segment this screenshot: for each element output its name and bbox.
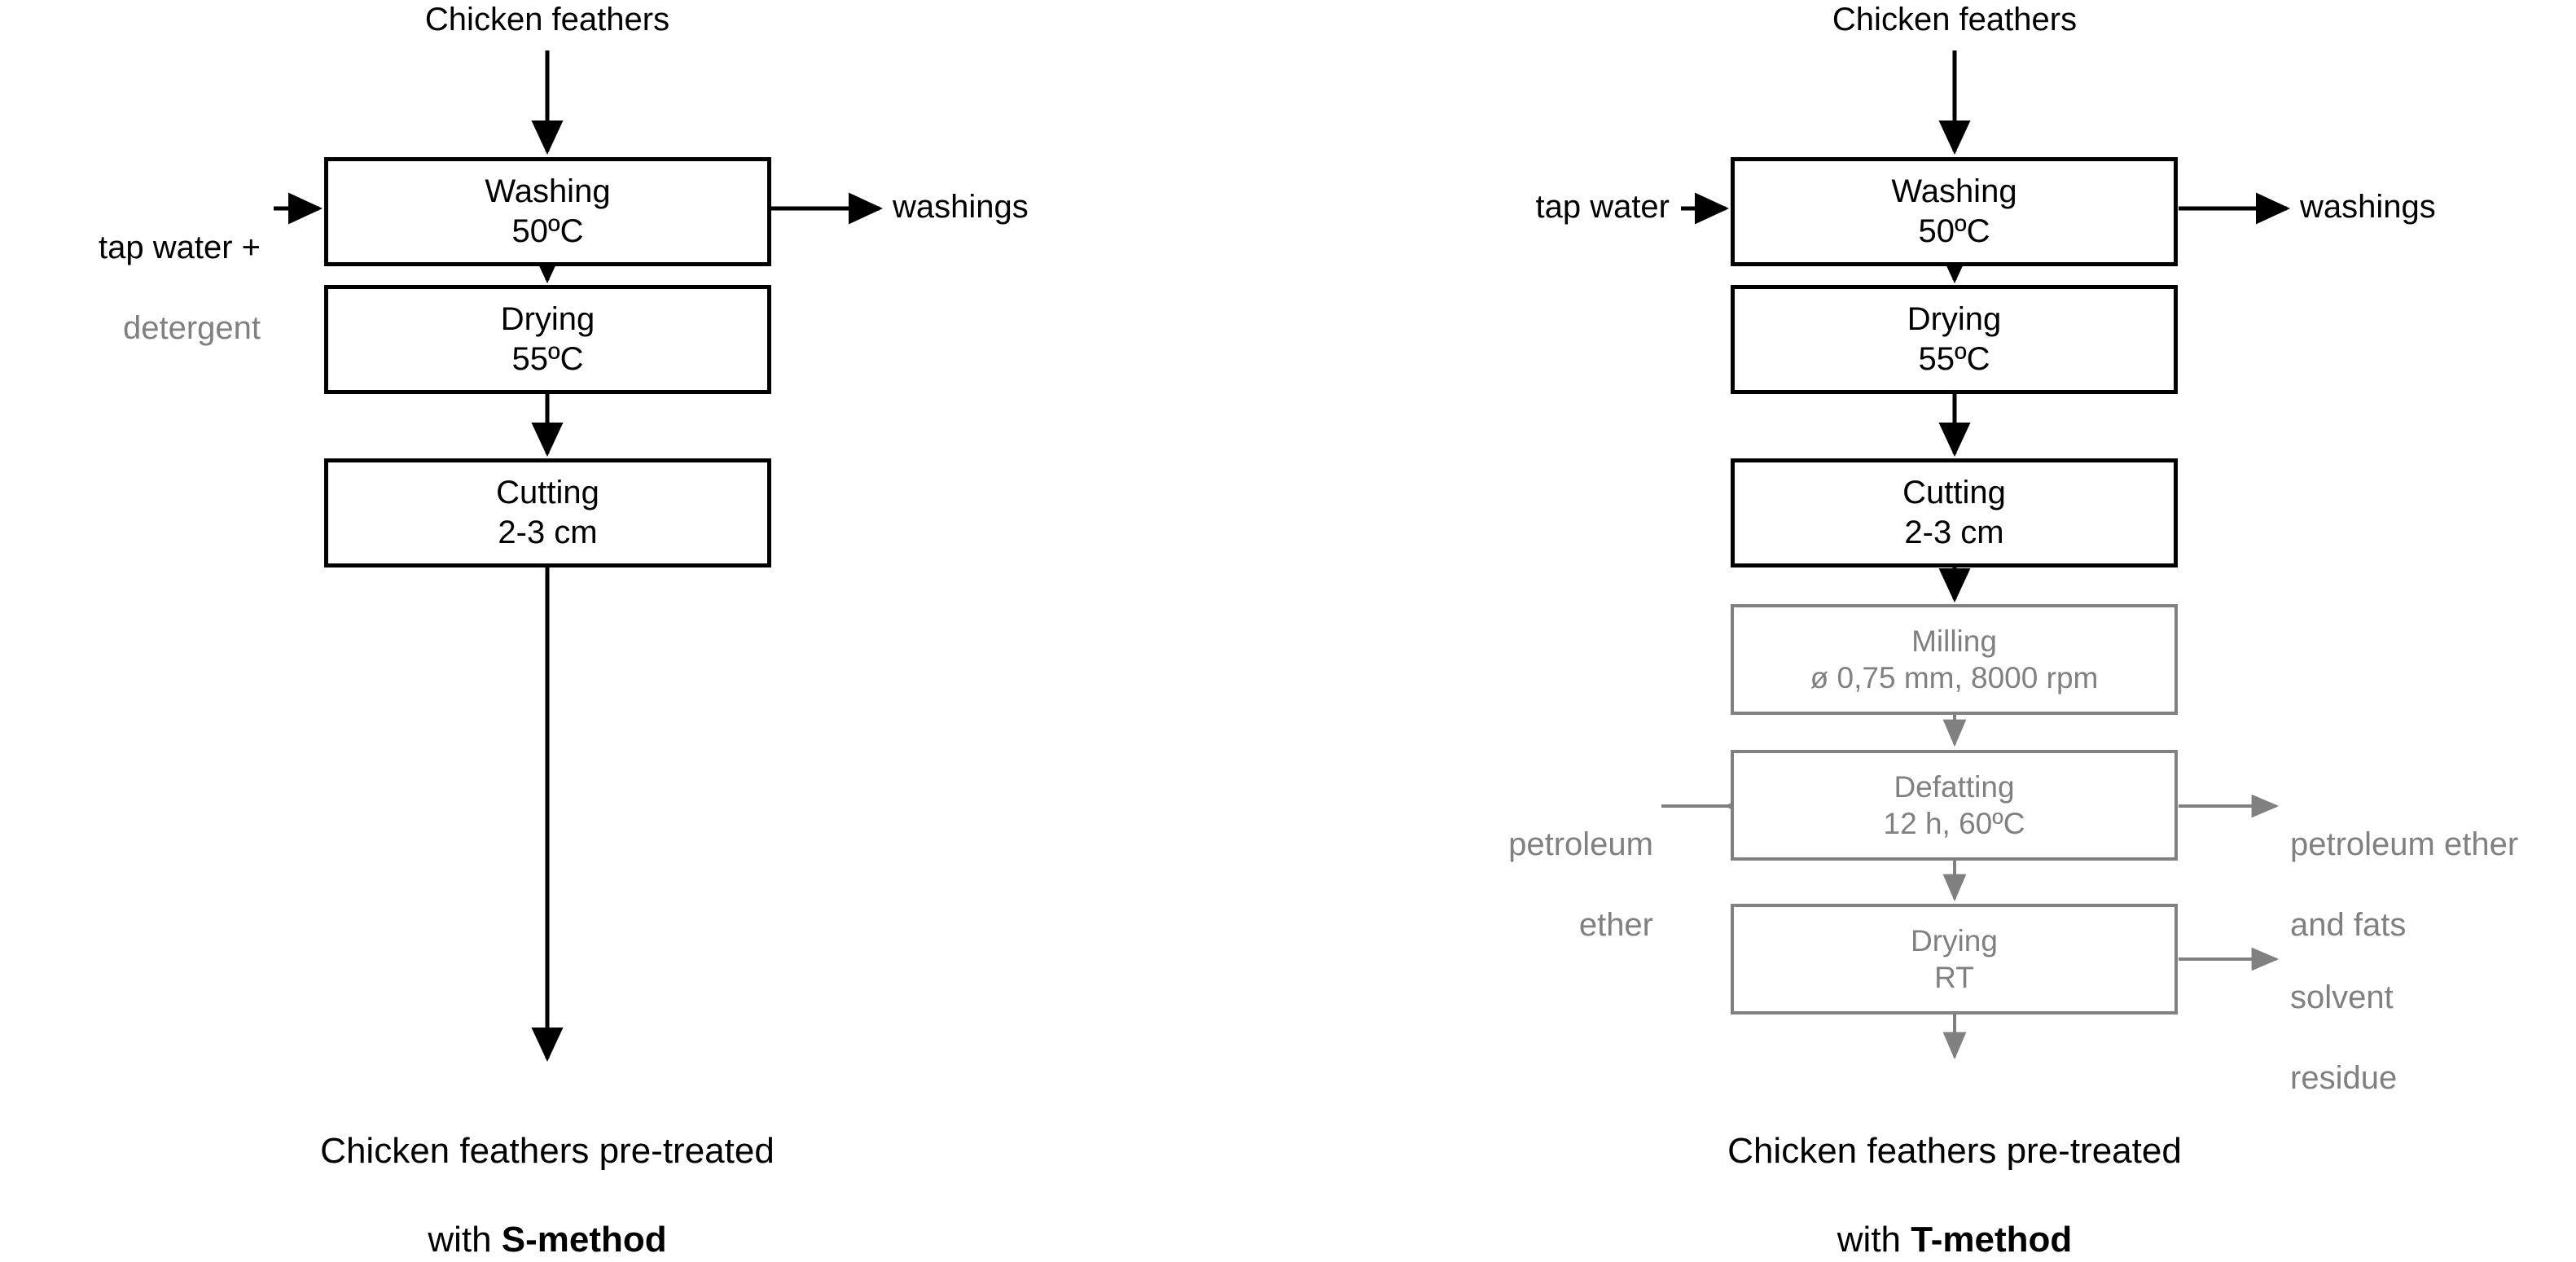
output-washings-right: washings — [2300, 189, 2436, 225]
output-petroleum-ether-line1: petroleum ether — [2290, 826, 2519, 862]
step-milling-right-name: Milling — [1911, 624, 1997, 658]
step-milling-right-detail: ø 0,75 mm, 8000 rpm — [1810, 661, 2099, 695]
step-defatting-right-detail: 12 h, 60ºC — [1883, 807, 2025, 840]
step-washing-right-name: Washing — [1891, 173, 2017, 210]
output-product-right-line1: Chicken feathers pre-treated — [1727, 1130, 2182, 1171]
output-solvent-residue-line2: residue — [2290, 1059, 2398, 1096]
step-drying-right[interactable]: Drying 55ºC — [1731, 285, 2178, 394]
output-product-left: Chicken feathers pre-treated with S-meth… — [181, 1085, 914, 1262]
step-washing-right-detail: 50ºC — [1918, 213, 1990, 249]
step-defatting-right[interactable]: Defatting 12 h, 60ºC — [1731, 750, 2178, 861]
step-cutting-right-name: Cutting — [1902, 475, 2006, 511]
input-tap-water-detergent-left: tap water + detergent — [0, 187, 261, 348]
step-cutting-left-detail: 2-3 cm — [498, 515, 598, 550]
input-detergent-line2: detergent — [122, 309, 261, 346]
output-washings-left: washings — [893, 189, 1029, 225]
output-product-left-line1: Chicken feathers pre-treated — [320, 1130, 775, 1171]
input-chicken-feathers-right: Chicken feathers — [1832, 2, 2078, 37]
step-washing-right[interactable]: Washing 50ºC — [1731, 157, 2178, 266]
step-drying-rt-right-detail: RT — [1934, 961, 1974, 994]
output-product-left-method: S-method — [501, 1219, 667, 1260]
step-cutting-left[interactable]: Cutting 2-3 cm — [324, 458, 771, 567]
step-defatting-right-name: Defatting — [1894, 769, 2015, 804]
step-drying-right-name: Drying — [1907, 301, 2002, 338]
input-petroleum-ether-right: petroleum ether — [1385, 784, 1653, 945]
step-drying-left-detail: 55ºC — [511, 341, 584, 377]
input-chicken-feathers-left: Chicken feathers — [424, 2, 670, 37]
input-tap-water-line1: tap water + — [98, 229, 261, 265]
step-washing-left-name: Washing — [485, 173, 611, 210]
output-petroleum-ether-line2: and fats — [2290, 906, 2407, 943]
output-product-right-line2-prefix: with — [1837, 1219, 1911, 1260]
step-milling-right[interactable]: Milling ø 0,75 mm, 8000 rpm — [1731, 604, 2178, 715]
step-washing-left-detail: 50ºC — [511, 213, 584, 249]
step-drying-right-detail: 55ºC — [1918, 341, 1990, 377]
step-cutting-left-name: Cutting — [496, 475, 599, 511]
input-petroleum-ether-line2: ether — [1578, 906, 1653, 943]
step-drying-rt-right[interactable]: Drying RT — [1731, 904, 2178, 1014]
input-petroleum-ether-line1: petroleum — [1508, 826, 1653, 862]
output-solvent-residue: solvent residue — [2290, 937, 2576, 1098]
step-washing-left[interactable]: Washing 50ºC — [324, 157, 771, 266]
output-product-right: Chicken feathers pre-treated with T-meth… — [1588, 1085, 2321, 1262]
step-drying-left[interactable]: Drying 55ºC — [324, 285, 771, 394]
step-cutting-right[interactable]: Cutting 2-3 cm — [1731, 458, 2178, 567]
input-tap-water-right: tap water — [1535, 189, 1670, 225]
step-cutting-right-detail: 2-3 cm — [1904, 515, 2004, 550]
output-product-right-method: T-method — [1911, 1219, 2073, 1260]
step-drying-left-name: Drying — [500, 301, 595, 338]
step-drying-rt-right-name: Drying — [1911, 923, 1998, 957]
output-solvent-residue-line1: solvent — [2290, 979, 2394, 1015]
output-petroleum-ether-and-fats: petroleum ether and fats — [2290, 784, 2576, 945]
output-product-left-line2-prefix: with — [428, 1219, 502, 1260]
